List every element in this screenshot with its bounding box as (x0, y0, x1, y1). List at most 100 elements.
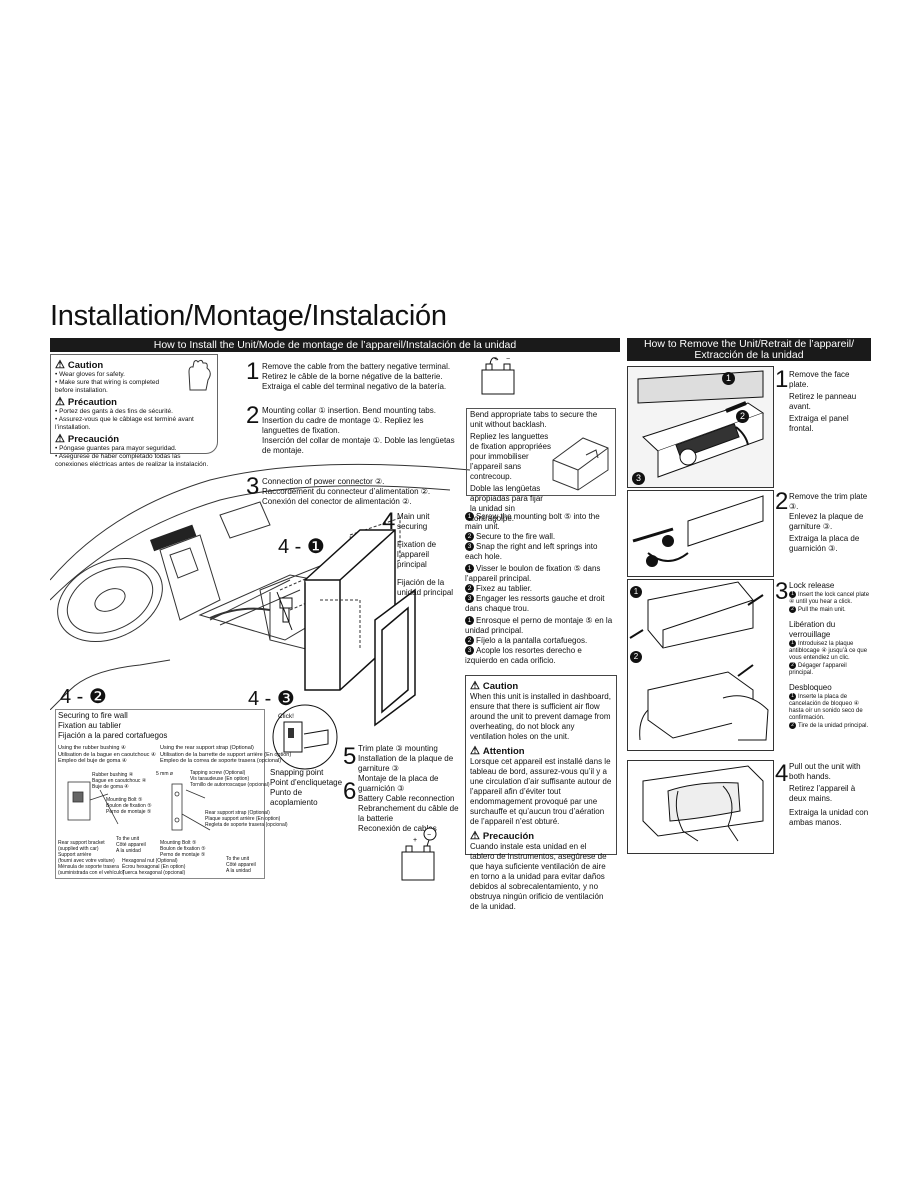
step-1-en: Remove the cable from the battery negati… (262, 362, 451, 371)
step-5-number: 5 (343, 743, 357, 770)
bend-tabs-en: Bend appropriate tabs to secure the unit… (470, 410, 598, 429)
remove-step-4-es: Extraiga la unidad con ambas manos. (789, 808, 869, 827)
remove-step-2-en: Remove the trim plate ③. (789, 492, 868, 511)
caution-heading: ⚠Caution (55, 359, 104, 371)
lock-release-en-2: Pull the main unit. (798, 607, 846, 614)
bend-tabs-es: Doble las lengüetas apropiadas para fija… (470, 484, 543, 523)
trim-plate-removal-illustration (632, 495, 764, 567)
callout-4-1: 4 - ❶ (278, 536, 325, 558)
callout-2-removal: 2 (736, 408, 751, 426)
caution-box: ⚠Caution • Wear gloves for safety. • Mak… (50, 354, 218, 468)
battery-icon-bottom: + − (401, 827, 437, 881)
ventilation-attention-heading: ⚠Attention (470, 745, 525, 757)
warning-icon: ⚠ (55, 359, 65, 371)
lock-release-en-title: Lock release (789, 581, 835, 590)
firewall-box (55, 709, 265, 879)
lock-release-fr-title: Libération du verrouillage (789, 620, 836, 640)
precaucion-item: • Póngase guantes para mayor seguridad. (55, 445, 177, 452)
remove-step-4-number: 4 (775, 760, 789, 787)
step-5-fr: Installation de la plaque de garniture ③ (358, 754, 454, 773)
page-title: Installation/Montage/Instalación (50, 300, 447, 332)
step-4-fr: Fixation de l’appareil principal (397, 540, 437, 569)
remove-step-2-number: 2 (775, 488, 789, 515)
bend-tabs-box: Bend appropriate tabs to secure the unit… (466, 408, 616, 523)
ventilation-caution-box: ⚠Caution When this unit is installed in … (465, 675, 617, 911)
step-6-en: Battery Cable reconnection (358, 794, 455, 803)
step-3-es: Conexión del conector de alimentación ②. (262, 497, 412, 506)
remove-step-2-text: Remove the trim plate ③. Enlevez la plaq… (789, 492, 871, 554)
step-1-es: Extraiga el cable del terminal negativo … (262, 382, 447, 391)
click-label: Click! (278, 713, 294, 720)
faceplate-removal-illustration (637, 370, 765, 478)
warning-icon: ⚠ (470, 830, 480, 842)
remove-step-2-fr: Enlevez la plaque de garniture ③. (789, 512, 864, 531)
precaucion-heading: ⚠Precaución (55, 433, 120, 445)
mounting-sleeve-illustration (304, 529, 416, 727)
lock-callout-1: 1 (630, 583, 644, 601)
step-6-es: Reconexión de cables (358, 824, 437, 833)
svg-text:+: + (494, 356, 498, 363)
step-6-number: 6 (343, 778, 357, 805)
snapping-detail (272, 704, 338, 770)
step-1-fr: Retirez le câble de la borne négative de… (262, 372, 443, 381)
step-4-en: Main unit securing (397, 512, 430, 531)
remove-step-4-text: Pull out the unit with both hands. Retir… (789, 762, 871, 828)
remove-section-header: How to Remove the Unit/Retrait de l’appa… (627, 338, 871, 361)
step-2-number: 2 (246, 402, 260, 429)
warning-icon: ⚠ (470, 680, 480, 692)
firewall-parts-illustration (67, 781, 211, 831)
snapping-point-label: Snapping point Point d’encliquetage Punt… (270, 768, 343, 807)
rear-strap-heading: Using the rear support strap (Optional)U… (160, 745, 292, 764)
lock-release-es-2: Tire de la unidad principal. (798, 723, 869, 730)
lock-release-en-1: Insert the lock cancel plate ④ until you… (789, 592, 870, 606)
warning-icon: ⚠ (55, 396, 65, 408)
ventilation-precaucion-text: Cuando instale esta unidad en el tablero… (470, 842, 607, 911)
svg-text:−: − (506, 356, 510, 363)
step-3-number: 3 (246, 473, 260, 500)
lock-release-illustration (629, 581, 769, 741)
step-5-es: Montaje de la placa de guarnición ③ (358, 774, 439, 793)
remove-step-1-en: Remove the face plate. (789, 370, 850, 389)
ventilation-caution-text: When this unit is installed in dashboard… (470, 692, 611, 741)
remove-step-1-fr: Retirez le panneau avant. (789, 392, 857, 411)
svg-text:+: + (413, 837, 417, 844)
step-3-text: Connection of power connector ②. Raccord… (262, 477, 452, 507)
remove-step-1-number: 1 (775, 366, 789, 393)
battery-icon: + − (481, 356, 515, 395)
step-2-fr: Insertion du cadre de montage ①. Repliez… (262, 416, 424, 435)
remove-step-3-number: 3 (775, 578, 789, 605)
callout-1-removal: 1 (722, 370, 737, 388)
callout-3-removal: 3 (632, 470, 647, 488)
precaucion-item: • Asegúrese de haber completado todas la… (55, 453, 209, 468)
callout-4-2: 4 - ❷ (60, 686, 107, 708)
hex-nut-label: Hexagonal nut (Optional)Écrou hexagonal … (122, 858, 186, 876)
lock-release-fr-1: Introduisez la plaque antiblocage ④ jusq… (789, 641, 868, 662)
warning-icon: ⚠ (55, 433, 65, 445)
ventilation-precaucion-heading: ⚠Precaución (470, 830, 535, 842)
precaution-item: • Portez des gants à des fins de sécurit… (55, 408, 173, 415)
ventilation-caution-heading: ⚠Caution (470, 680, 519, 692)
remove-step-1-es: Extraiga el panel frontal. (789, 414, 849, 433)
step-2-en: Mounting collar ① insertion. Bend mounti… (262, 406, 436, 415)
remove-step-1-text: Remove the face plate. Retirez le pannea… (789, 370, 871, 434)
bolt-illustration (276, 591, 293, 631)
step-3-fr: Raccordement du connecteur d’alimentatio… (262, 487, 431, 496)
mounting-collar-illustration (552, 437, 609, 491)
install-section-header: How to Install the Unit/Mode de montage … (50, 338, 620, 352)
firewall-fr: Fixation au tablier (58, 721, 122, 730)
hole-size-label: 5 mm ø (156, 771, 173, 777)
step-5-en: Trim plate ③ mounting (358, 744, 438, 753)
warning-icon: ⚠ (470, 745, 480, 757)
caution-item: • Wear gloves for safety. (55, 371, 125, 378)
